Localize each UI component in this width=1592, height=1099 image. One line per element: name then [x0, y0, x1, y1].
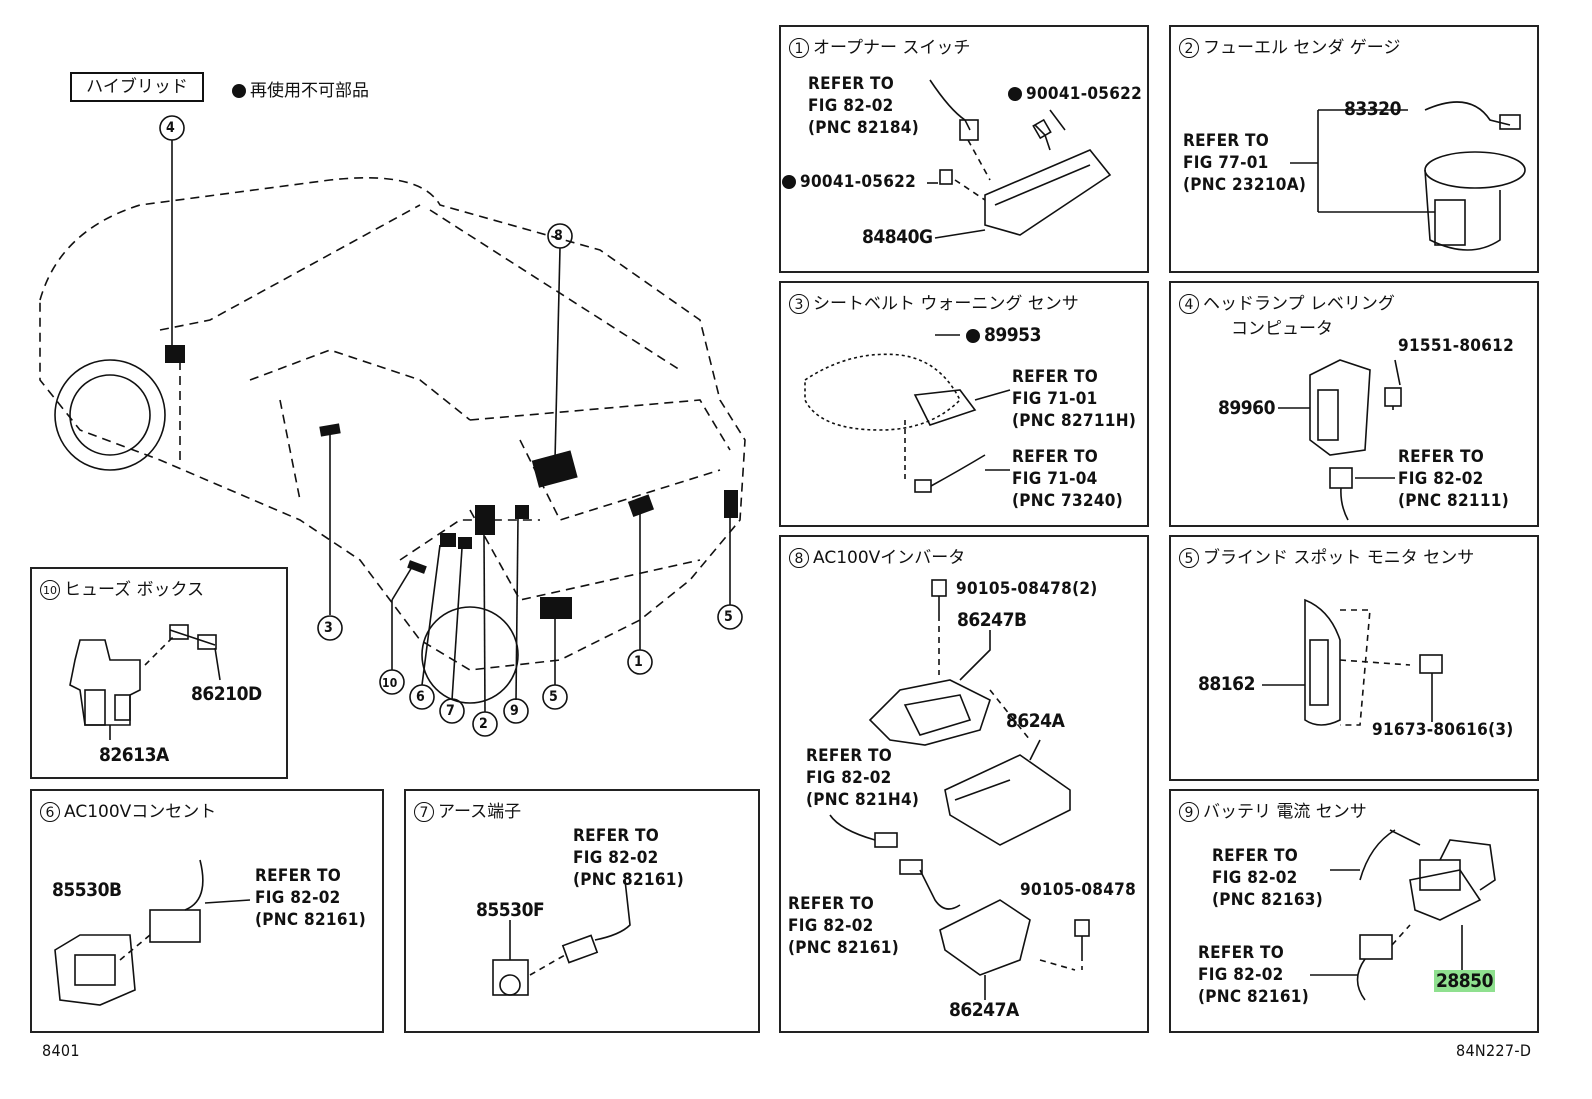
- callout-9[interactable]: 9: [510, 703, 520, 719]
- part-86247A[interactable]: 86247A: [949, 999, 1019, 1021]
- panel-number: 4: [1179, 294, 1199, 314]
- panel-number: 1: [789, 38, 809, 58]
- panel-number: 6: [40, 802, 60, 822]
- p3-art: [804, 334, 1011, 493]
- callout-5b[interactable]: 5: [549, 689, 559, 705]
- p1-art: [927, 79, 1112, 239]
- legend: 再使用不可部品: [232, 76, 369, 101]
- part-89953[interactable]: 89953: [966, 325, 1041, 345]
- part-90041-05622-a[interactable]: 90041-05622: [1008, 84, 1142, 104]
- callout-10[interactable]: 10: [382, 676, 398, 690]
- part-91551-80612[interactable]: 91551-80612: [1398, 336, 1515, 356]
- footer-right-code: 84N227-D: [1456, 1041, 1532, 1060]
- part-90105-08478[interactable]: 90105-08478: [1020, 880, 1137, 900]
- part-8624A[interactable]: 8624A: [1006, 710, 1065, 732]
- part-86210D[interactable]: 86210D: [191, 683, 262, 705]
- callout-circles: [159, 115, 743, 737]
- p10-art: [69, 624, 221, 740]
- hybrid-label: ハイブリッド: [70, 72, 204, 102]
- footer-left-code: 8401: [42, 1041, 80, 1060]
- non-reusable-dot-icon: [966, 328, 980, 343]
- panel-number: 8: [789, 548, 809, 568]
- part-90105-08478-2[interactable]: 90105-08478(2): [956, 579, 1098, 599]
- callout-8[interactable]: 8: [554, 228, 564, 244]
- panel-number: 2: [1179, 38, 1199, 58]
- panel-number: 10: [40, 580, 60, 600]
- part-89960[interactable]: 89960: [1218, 397, 1275, 419]
- non-reusable-dot-icon: [232, 84, 246, 98]
- part-28850[interactable]: 28850: [1434, 970, 1495, 992]
- car-part-markers: [165, 345, 738, 619]
- panel-number: 3: [789, 294, 809, 314]
- p7-art: [492, 879, 631, 996]
- p2-art: [1290, 101, 1526, 251]
- p4-art: [1278, 359, 1402, 521]
- non-reusable-dot-icon: [1008, 87, 1022, 101]
- part-83320[interactable]: 83320: [1344, 98, 1401, 120]
- callout-1[interactable]: 1: [634, 654, 644, 670]
- part-85530F[interactable]: 85530F: [476, 899, 545, 921]
- part-88162[interactable]: 88162: [1198, 673, 1255, 695]
- part-84840G[interactable]: 84840G: [862, 226, 933, 248]
- callout-5a[interactable]: 5: [724, 609, 734, 625]
- panel-number: 5: [1179, 548, 1199, 568]
- car-illustration: [39, 177, 746, 671]
- p5-art: [1262, 598, 1443, 726]
- p8-art: [829, 579, 1090, 1000]
- part-85530B[interactable]: 85530B: [52, 879, 122, 901]
- callout-6[interactable]: 6: [416, 689, 426, 705]
- part-91673-80616[interactable]: 91673-80616(3): [1372, 720, 1514, 740]
- part-86247B[interactable]: 86247B: [957, 609, 1027, 631]
- non-reusable-dot-icon: [782, 175, 796, 189]
- p6-art: [54, 859, 251, 1006]
- part-82613A[interactable]: 82613A: [99, 744, 169, 766]
- callout-4[interactable]: 4: [166, 120, 176, 136]
- panel-number: 7: [414, 802, 434, 822]
- panel-number: 9: [1179, 802, 1199, 822]
- callout-2[interactable]: 2: [479, 716, 489, 732]
- legend-text: 再使用不可部品: [250, 81, 369, 101]
- callout-3[interactable]: 3: [324, 620, 334, 636]
- p9-art: [1310, 829, 1496, 1001]
- callout-7[interactable]: 7: [446, 703, 456, 719]
- highlighted-part-number[interactable]: 28850: [1434, 970, 1495, 992]
- callout-leaders: [171, 140, 731, 713]
- part-90041-05622-b[interactable]: 90041-05622: [782, 172, 916, 192]
